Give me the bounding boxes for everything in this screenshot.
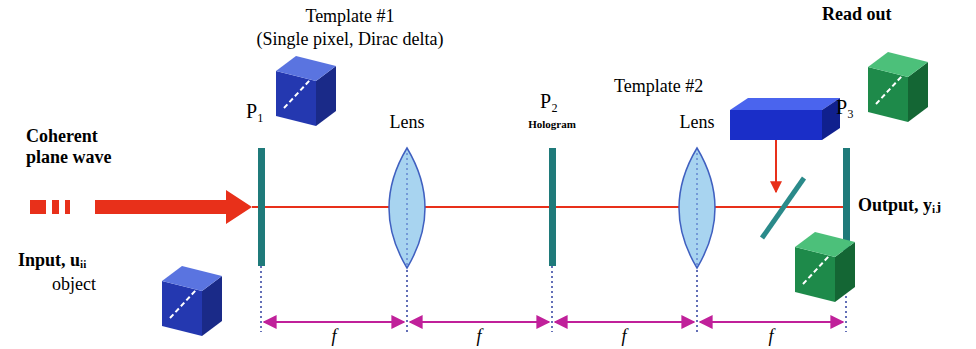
text-label: Template #2	[614, 76, 703, 97]
text-label: P₃	[836, 96, 854, 119]
text-label: f	[621, 326, 626, 347]
text-label: Input, uᵢᵢ	[18, 250, 86, 271]
text-label: f	[476, 326, 481, 347]
text-label: Coherent plane wave	[26, 126, 138, 167]
text-label: object	[52, 274, 96, 295]
text-label: (Single pixel, Dirac delta)	[257, 29, 444, 50]
text-label: P₂	[540, 90, 558, 113]
text-label: Lens	[390, 112, 425, 133]
text-label: Hologram	[528, 118, 576, 131]
text-label: Output, yᵢⱼ	[858, 195, 941, 216]
text-label: Read out	[822, 4, 892, 25]
text-label: Template #1	[305, 6, 394, 27]
text-label: P₁	[246, 100, 264, 123]
text-label: f	[331, 326, 336, 347]
text-label: Lens	[680, 112, 715, 133]
text-label: f	[768, 326, 773, 347]
